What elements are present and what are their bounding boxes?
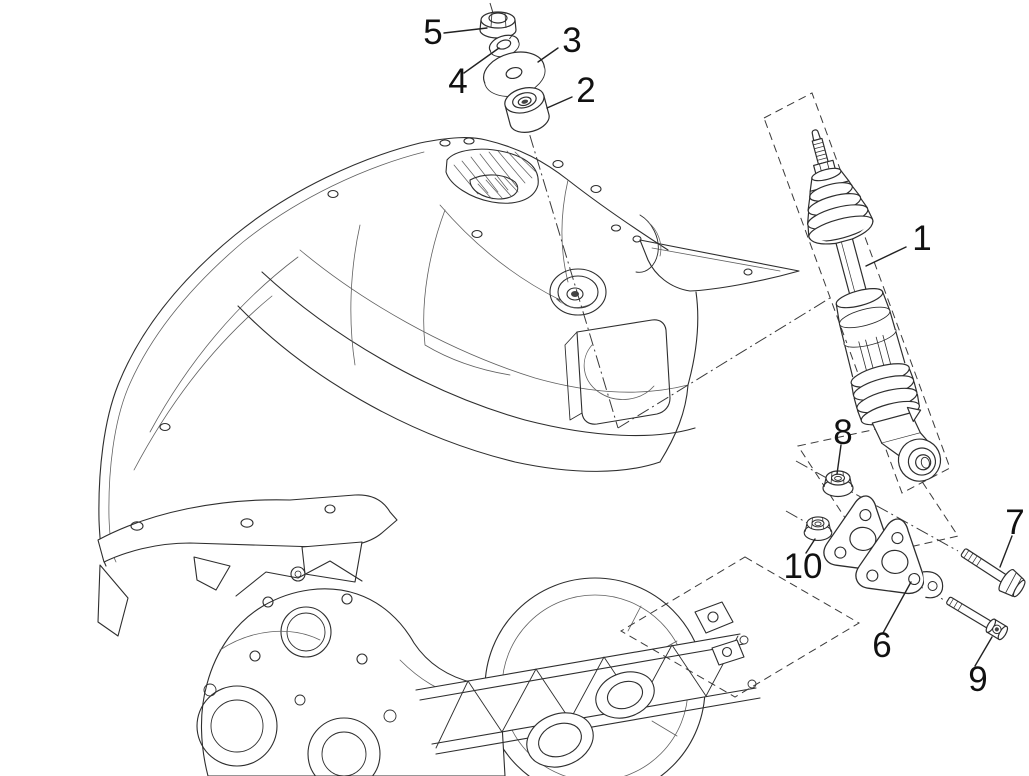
socket-head-bolt-part — [946, 596, 1009, 641]
cap-nut-part — [479, 11, 517, 39]
leader-line-1 — [865, 246, 907, 267]
leader-line-2 — [546, 96, 573, 109]
leader-line-9 — [974, 636, 993, 667]
engine-shock-mount-lugs — [694, 601, 745, 666]
callout-1: 1 — [912, 219, 931, 258]
callout-5: 5 — [423, 13, 442, 52]
engine-crankcase-line-art — [196, 560, 761, 776]
upper-bolt-axis-line — [795, 460, 959, 552]
leader-line-4 — [463, 47, 500, 74]
callout-leader-lines — [443, 27, 1013, 667]
callout-8: 8 — [833, 413, 852, 452]
reference-lines — [489, 2, 959, 698]
callout-9: 9 — [968, 660, 987, 699]
shock-absorber-part — [806, 129, 942, 482]
callout-6: 6 — [872, 626, 891, 665]
flanged-hex-bolt-part — [960, 548, 1026, 598]
callout-2: 2 — [576, 71, 595, 110]
leader-line-6 — [882, 581, 912, 634]
frame-fairing-line-art — [97, 137, 800, 637]
leader-line-10 — [805, 538, 816, 554]
flanged-nut-upper-part — [822, 470, 854, 498]
leader-line-5 — [443, 27, 488, 34]
mount-connector-line — [617, 297, 831, 429]
leader-line-3 — [537, 47, 559, 63]
leader-line-7 — [999, 535, 1013, 568]
swingarm-truss — [415, 633, 761, 755]
frame-tunnel-opening — [564, 319, 671, 425]
support-bracket-front-plate — [853, 514, 944, 599]
callout-3: 3 — [562, 21, 581, 60]
upper-mount-bushing-part — [504, 87, 550, 133]
shock-upper-mount-recess — [549, 268, 607, 316]
callout-7: 7 — [1005, 503, 1024, 542]
callout-10: 10 — [784, 547, 823, 586]
flanged-nut-lower-part — [803, 516, 833, 541]
callout-4: 4 — [448, 62, 467, 101]
engine-mount-bounding-box — [620, 556, 860, 698]
shock-bounding-box — [763, 92, 951, 494]
leader-line-8 — [836, 444, 842, 475]
